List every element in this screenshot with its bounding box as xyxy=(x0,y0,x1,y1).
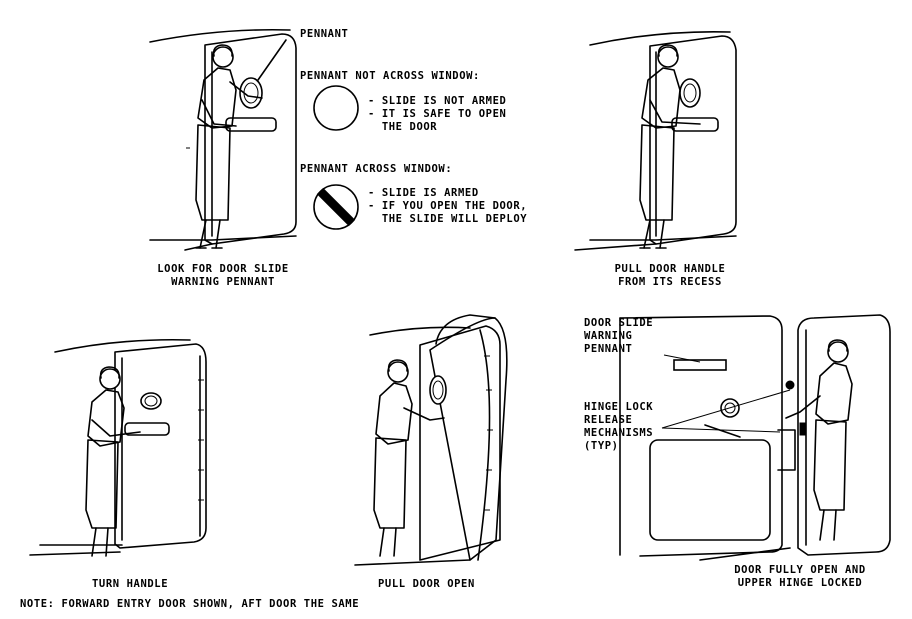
pennant-legend xyxy=(313,85,359,230)
pennant-across-icon xyxy=(313,184,359,230)
caption-look-for-pennant: LOOK FOR DOOR SLIDE WARNING PENNANT xyxy=(157,263,289,288)
hinge-lock-release-icon xyxy=(799,422,807,436)
legend-across-line1: - SLIDE IS ARMED xyxy=(368,187,479,199)
panel-door-fully-open xyxy=(619,314,891,561)
legend-across-line3: THE SLIDE WILL DEPLOY xyxy=(368,213,528,225)
legend-across-title: PENNANT ACROSS WINDOW: xyxy=(300,163,453,175)
legend-not-across-line1: - SLIDE IS NOT ARMED xyxy=(368,95,507,107)
panel-turn-handle xyxy=(29,338,207,557)
legend-not-across-line2: - IT IS SAFE TO OPEN xyxy=(368,108,507,120)
door-slide-warning-pennant xyxy=(673,359,727,371)
pennant-not-across-icon xyxy=(313,85,359,131)
caption-turn-handle: TURN HANDLE xyxy=(92,578,169,590)
label-door-slide-warning-pennant: DOOR SLIDE WARNING PENNANT xyxy=(584,317,654,355)
footnote: NOTE: FORWARD ENTRY DOOR SHOWN, AFT DOOR… xyxy=(20,598,360,610)
panel-look-for-pennant xyxy=(149,28,297,251)
panel-pull-handle xyxy=(574,30,737,251)
caption-door-fully-open: DOOR FULLY OPEN AND UPPER HINGE LOCKED xyxy=(734,564,866,589)
caption-pull-door-open: PULL DOOR OPEN xyxy=(378,578,475,590)
legend-across-line2: - IF YOU OPEN THE DOOR, xyxy=(368,200,528,212)
label-hinge-lock-release: HINGE LOCK RELEASE MECHANISMS (TYP) xyxy=(584,401,654,452)
caption-pull-handle: PULL DOOR HANDLE FROM ITS RECESS xyxy=(614,263,726,288)
pennant-label: PENNANT xyxy=(300,28,349,40)
door-window xyxy=(239,77,263,109)
crew-member xyxy=(212,46,234,68)
legend-not-across-title: PENNANT NOT ACROSS WINDOW: xyxy=(300,70,480,82)
legend-not-across-line3: THE DOOR xyxy=(368,121,438,133)
panel-pull-door-open xyxy=(354,314,508,566)
